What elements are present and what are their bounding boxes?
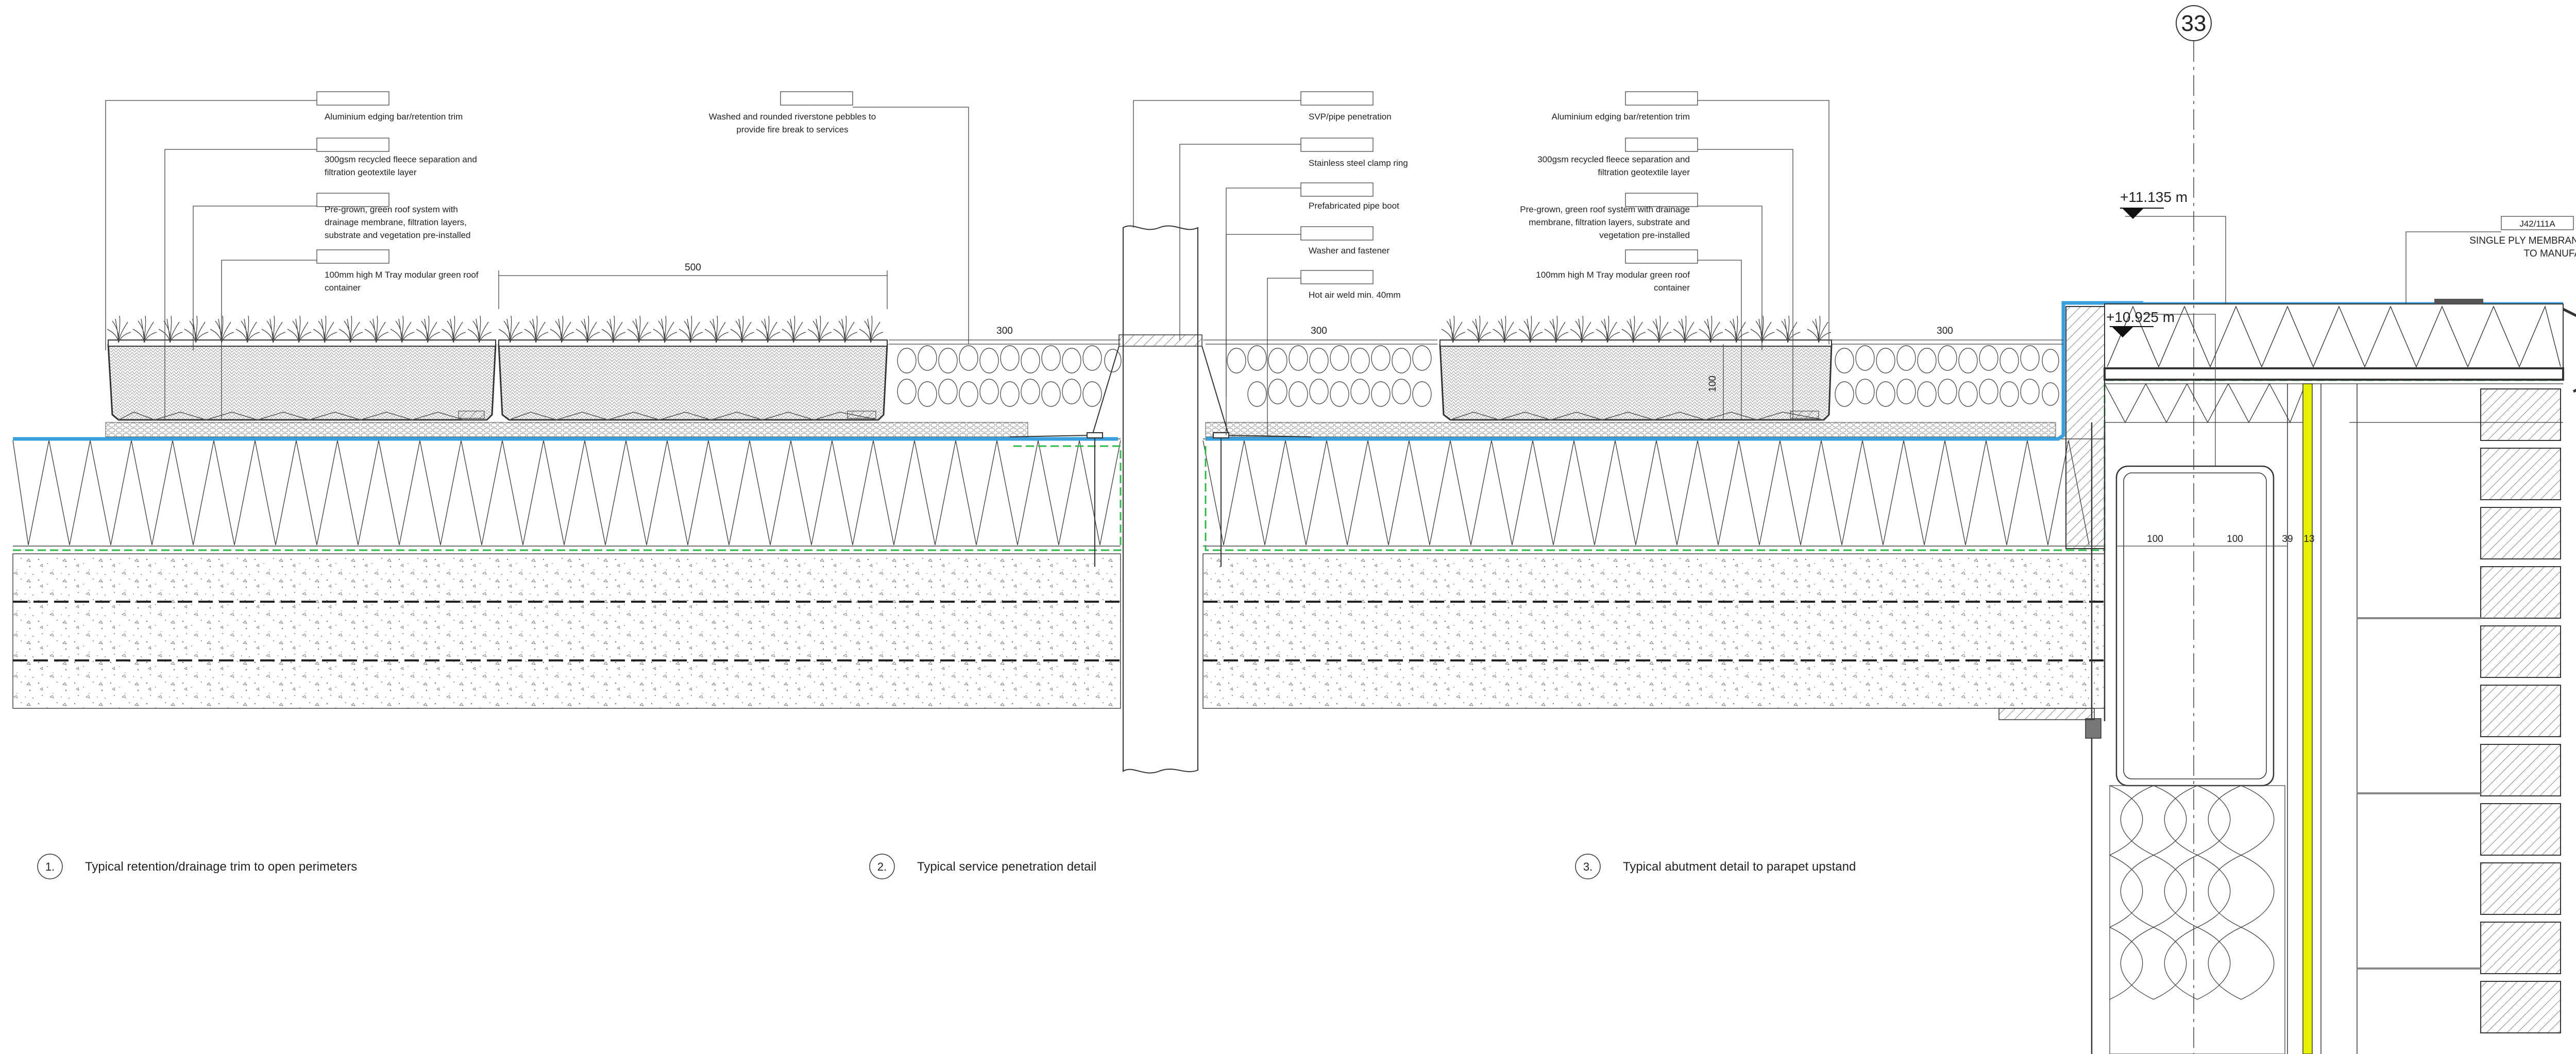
d3-label-tray-2: container: [1654, 283, 1690, 293]
caption-1-number: 1.: [45, 860, 55, 873]
level-marker-top: [2120, 208, 2164, 219]
d1-label-tray-1: 100mm high M Tray modular green roof: [325, 270, 479, 280]
d2-label-boot: Prefabricated pipe boot: [1309, 201, 1399, 211]
caption-2-text: Typical service penetration detail: [917, 860, 1096, 874]
leader-lines: [105, 91, 2574, 466]
wall-dim-3: 39: [2282, 534, 2293, 545]
parapet-annotations: 33 +11.135 m +10.925 m J42/111A SINGLE P…: [2106, 11, 2576, 545]
d1-dim-gap: 300: [996, 326, 1013, 336]
d3-label-trim: Aluminium edging bar/retention trim: [1552, 112, 1690, 122]
d1-label-system-1: Pre-grown, green roof system with: [325, 205, 458, 214]
insulation-layer: [12, 438, 2105, 547]
detail1-annotations: Aluminium edging bar/retention trim 300g…: [325, 112, 1013, 336]
pipe-fasteners: [1087, 432, 1229, 567]
d2-label-pipe: SVP/pipe penetration: [1309, 112, 1392, 122]
wall-dim-2: 100: [2227, 534, 2243, 545]
dimension-lines: [498, 270, 2287, 547]
d1-label-fleece-2: filtration geotextile layer: [325, 167, 417, 177]
d3-label-system-1: Pre-grown, green roof system with draina…: [1520, 205, 1690, 214]
vegetation-detail-1: [107, 315, 884, 343]
level-top-label: +11.135 m: [2120, 189, 2188, 205]
d1-label-system-3: substrate and vegetation pre-installed: [325, 230, 471, 240]
level-roof-label: +10.925 m: [2106, 309, 2175, 325]
parapet-upstand: [2065, 299, 2576, 549]
riverstone-pebbles: [897, 345, 2059, 407]
d3-label-system-3: vegetation pre-installed: [1599, 230, 1690, 240]
green-roof-tray-3: [1439, 339, 1833, 421]
lintel-hatch: [1998, 708, 2095, 720]
pipe-clamp-ring: [1118, 334, 1202, 347]
level-marker-roof: [2110, 326, 2154, 337]
caption-2-number: 2.: [877, 860, 887, 873]
wall-insulation: [2109, 785, 2285, 1054]
steel-column: [2085, 422, 2275, 1054]
grid-marker-label: 33: [2181, 11, 2207, 36]
d2-label-washer: Washer and fastener: [1309, 246, 1390, 256]
wall-dim-1: 100: [2147, 534, 2163, 545]
detail2-annotations: Washed and rounded riverstone pebbles to…: [709, 112, 1408, 336]
concrete-slab: [12, 553, 2105, 709]
caption-1-text: Typical retention/drainage trim to open …: [85, 860, 357, 874]
brick-cladding: [2357, 388, 2561, 1033]
d1-label-system-2: drainage membrane, filtration layers,: [325, 217, 467, 227]
caption-bubbles: [37, 854, 1601, 879]
wall-dim-4: 13: [2303, 534, 2314, 545]
d2-label-weld: Hot air weld min. 40mm: [1309, 290, 1401, 300]
d2-label-pebbles-2: provide fire break to services: [736, 125, 848, 134]
green-roof-tray-2: [458, 339, 888, 421]
parapet-zigzag-lower: [2104, 383, 2563, 423]
d3-label-fleece-1: 300gsm recycled fleece separation and: [1537, 155, 1690, 164]
d1-label-fleece-1: 300gsm recycled fleece separation and: [325, 155, 477, 164]
d1-dim-tray: 500: [685, 262, 701, 273]
d2-dim-gap: 300: [1311, 326, 1327, 336]
membrane-note-2: TO MANUFACTURER'S DETAIL: [2524, 248, 2576, 259]
detail3-annotations: Aluminium edging bar/retention trim 300g…: [1520, 112, 1953, 392]
d3-label-fleece-2: filtration geotextile layer: [1598, 167, 1690, 177]
d3-dim-height: 100: [1707, 376, 1718, 392]
vegetation-detail-3: [1441, 315, 1832, 343]
d1-label-trim: Aluminium edging bar/retention trim: [325, 112, 463, 122]
green-roof-tray-1: [107, 339, 497, 421]
grid-bubble: [2176, 5, 2212, 41]
caption-3-number: 3.: [1583, 860, 1592, 873]
caption-3-text: Typical abutment detail to parapet upsta…: [1623, 860, 1856, 874]
d3-dim-gap: 300: [1937, 326, 1953, 336]
d3-label-tray-1: 100mm high M Tray modular green roof: [1536, 270, 1690, 280]
membrane-note-1: SINGLE PLY MEMBRANE + HOT AIR WELD: [2469, 235, 2576, 246]
detail-captions: 1. Typical retention/drainage trim to op…: [45, 860, 1856, 874]
ref-tag-label: J42/111A: [2519, 219, 2555, 229]
gravel-layer: [105, 422, 2056, 437]
d2-label-pebbles-1: Washed and rounded riverstone pebbles to: [709, 112, 876, 122]
d2-label-clamp: Stainless steel clamp ring: [1309, 158, 1408, 168]
d3-label-system-2: membrane, filtration layers, substrate a…: [1529, 217, 1690, 227]
svp-pipe: [1123, 225, 1198, 774]
d1-label-tray-2: container: [325, 283, 361, 293]
breather-membrane: [2287, 383, 2358, 1054]
